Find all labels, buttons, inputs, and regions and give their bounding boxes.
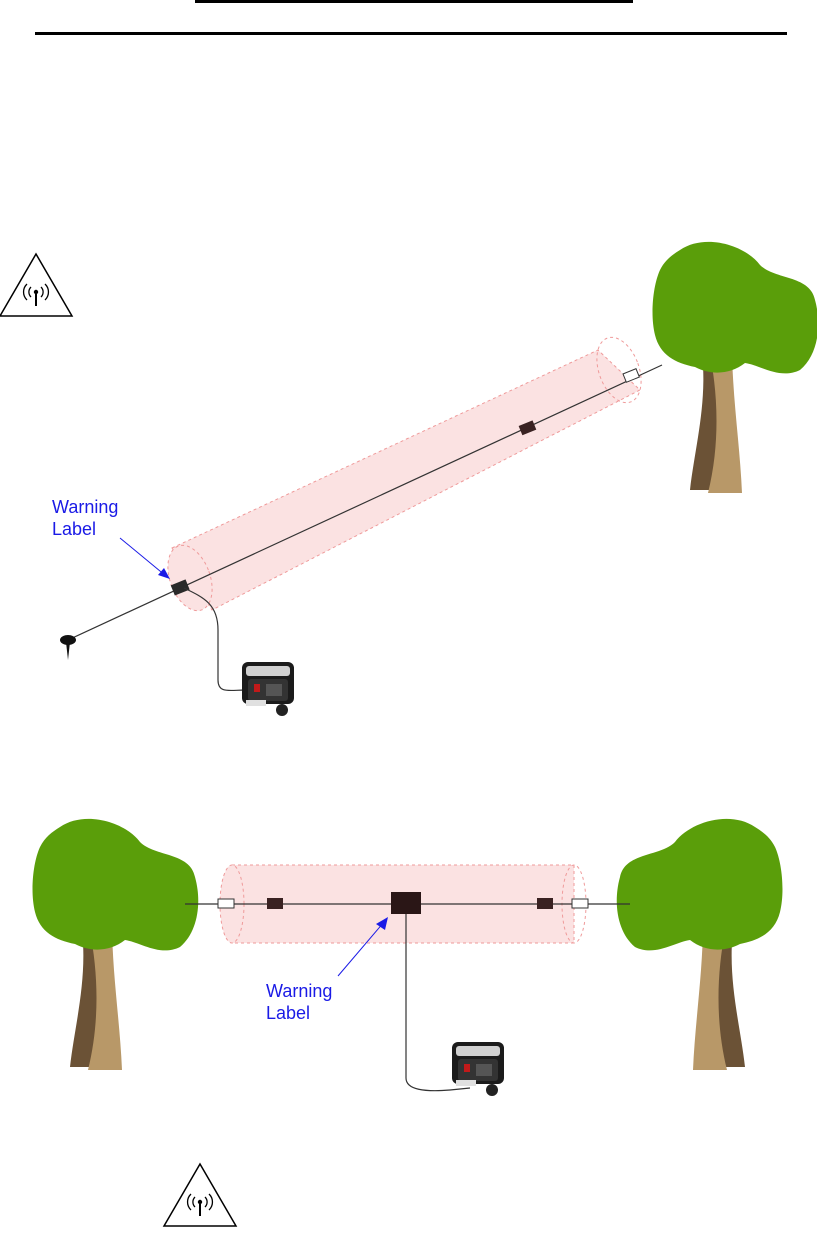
rf-exclusion-zone-sloped [160, 331, 650, 617]
antenna-wire [68, 365, 662, 640]
end-insulator [218, 899, 234, 908]
transceiver-case-icon [452, 1042, 504, 1096]
warning-label-line2: Label [266, 1002, 332, 1024]
balun-feedpoint [391, 892, 421, 914]
end-insulator [572, 899, 588, 908]
wire-trap [537, 898, 553, 909]
warning-label-line2: Label [52, 518, 118, 540]
rf-hazard-icon [164, 1164, 236, 1226]
ground-stake-icon [60, 635, 76, 660]
tree-icon [33, 819, 199, 1070]
warning-label-callout: Warning Label [266, 980, 332, 1024]
end-insulator [623, 369, 639, 383]
warning-label-callout: Warning Label [52, 496, 118, 540]
transceiver-case-icon [242, 662, 294, 716]
warning-label-arrow [120, 538, 166, 576]
rf-hazard-icon [0, 254, 72, 316]
tree-icon [653, 242, 817, 493]
tree-icon [617, 819, 783, 1070]
warning-label-line1: Warning [266, 980, 332, 1002]
warning-label-line1: Warning [52, 496, 118, 518]
wire-trap [267, 898, 283, 909]
